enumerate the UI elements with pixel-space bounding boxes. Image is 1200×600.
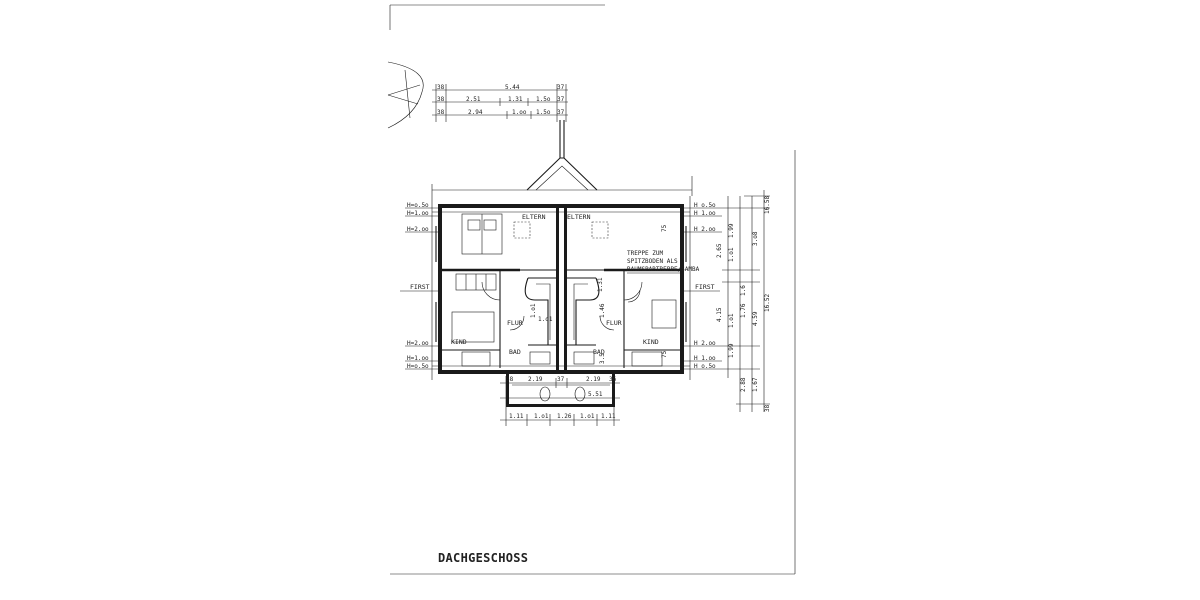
- height-labels-right: H o.5o H 1.oo H 2.oo H 2.oo H 1.oo H o.5…: [684, 202, 722, 370]
- height-left-6: H=o.5o: [407, 363, 429, 370]
- stair-note-line-2: SPITZBODEN ALS: [627, 258, 678, 265]
- room-bad-right: BAD: [593, 348, 605, 356]
- height-left-4: H=2.oo: [407, 340, 429, 347]
- right-dim-14: 16.58: [764, 196, 771, 214]
- outer-walls: [431, 196, 691, 380]
- inner-dim-3: 75: [661, 350, 668, 358]
- bottom-dim-3-a: 1.11: [509, 413, 524, 420]
- room-kind-right: KIND: [643, 338, 659, 346]
- inner-dim-7: 3.5: [599, 353, 606, 364]
- right-dim-12: 1.6: [740, 285, 747, 296]
- right-dim-3: 1.o1: [728, 247, 735, 262]
- stair-note-line-1: TREPPE ZUM: [627, 250, 664, 257]
- stair-note-line-3: RAUMSPARTREPPE/SAMBA: [627, 266, 700, 273]
- room-flur-left: FLUR: [507, 319, 523, 327]
- bottom-dim-1-b: 2.19: [528, 376, 543, 383]
- height-right-1: H o.5o: [694, 202, 716, 209]
- right-dim-6: 2.88: [740, 377, 747, 392]
- top-dim-1-b: 5.44: [505, 84, 520, 91]
- right-dim-13: 1.o1: [728, 313, 735, 328]
- roof-ridge: [431, 120, 693, 196]
- party-wall: [556, 204, 567, 374]
- bottom-dim-3-b: 1.o1: [534, 413, 549, 420]
- room-bad-left: BAD: [509, 348, 521, 356]
- bottom-dim-1-d: 2.19: [586, 376, 601, 383]
- bottom-dim-3-d: 1.o1: [580, 413, 595, 420]
- interior-walls: [442, 268, 680, 368]
- room-labels: ELTERN ELTERN FLUR FLUR BAD BAD KIND KIN…: [451, 213, 659, 356]
- right-dimension-labels: 1.99 2.65 1.o1 4.15 1.99 2.88 16.52 3.o8…: [716, 196, 771, 412]
- right-dim-11: 1.76: [740, 303, 747, 318]
- top-dim-2-a: 38: [437, 96, 445, 103]
- height-right-2: H 1.oo: [694, 210, 716, 217]
- height-right-6: H o.5o: [694, 363, 716, 370]
- bottom-dim-1-e: 36: [609, 376, 617, 383]
- stair-right: [567, 277, 600, 345]
- room-kind-left: KIND: [451, 338, 467, 346]
- top-dim-2-e: 37: [557, 96, 565, 103]
- compass-icon: [387, 61, 424, 129]
- page-frame: [389, 4, 796, 575]
- height-left-1: H=o.5o: [407, 202, 429, 209]
- door-swings: [481, 281, 643, 331]
- furniture: [451, 213, 677, 402]
- height-right-4: H 2.oo: [694, 340, 716, 347]
- first-label-right: FIRST: [695, 283, 715, 291]
- inner-dim-1: 1.o1: [538, 316, 553, 323]
- top-dim-3-a: 38: [437, 109, 445, 116]
- top-dim-3-b: 2.94: [468, 109, 483, 116]
- bottom-bay: [506, 374, 615, 407]
- bottom-dim-1-a: 38: [506, 376, 514, 383]
- right-dim-7: 16.52: [764, 294, 771, 312]
- drawing-title: DACHGESCHOSS: [438, 551, 528, 565]
- inner-dim-5: 1.46: [599, 303, 606, 318]
- first-label-left: FIRST: [410, 283, 430, 291]
- height-right-3: H 2.oo: [694, 226, 716, 233]
- top-dim-2-d: 1.5o: [536, 96, 551, 103]
- right-dim-9: 4.59: [752, 311, 759, 326]
- right-dim-4: 4.15: [716, 307, 723, 322]
- inner-dim-2: 75: [661, 224, 668, 232]
- top-dim-2-b: 2.51: [466, 96, 481, 103]
- bottom-dim-3-e: 1.11: [601, 413, 616, 420]
- top-dim-1-c: 37: [557, 84, 565, 91]
- top-dim-3-e: 37: [557, 109, 565, 116]
- top-dim-3-c: 1.oo: [512, 109, 527, 116]
- bottom-dim-1-c: 37: [557, 376, 565, 383]
- right-dim-2: 2.65: [716, 243, 723, 258]
- height-left-3: H=2.oo: [407, 226, 429, 233]
- room-flur-right: FLUR: [606, 319, 622, 327]
- bottom-dim-2-a: 5.51: [588, 391, 603, 398]
- top-dim-3-d: 1.5o: [536, 109, 551, 116]
- height-left-5: H=1.oo: [407, 355, 429, 362]
- bottom-dimension-chain: 38 2.19 37 2.19 36 5.51 1.11 1.o1 1.26 1…: [500, 376, 620, 426]
- right-dim-5: 1.99: [728, 343, 735, 358]
- stair-left: [524, 277, 556, 345]
- bottom-dim-3-c: 1.26: [557, 413, 572, 420]
- room-eltern-left: ELTERN: [522, 213, 546, 221]
- top-dim-1-a: 38: [437, 84, 445, 91]
- right-dimension-chain: [722, 190, 770, 412]
- inner-dimension-labels: 1.o1 75 75 1.31 1.46 1.o1 3.5: [530, 224, 668, 364]
- height-labels-left: H=o.5o H=1.oo H=2.oo H=2.oo H=1.oo H=o.5…: [405, 202, 438, 370]
- inner-dim-4: 1.31: [597, 277, 604, 292]
- room-eltern-right: ELTERN: [567, 213, 591, 221]
- stair-note: TREPPE ZUM SPITZBODEN ALS RAUMSPARTREPPE…: [627, 250, 700, 274]
- right-dim-8: 3.o8: [752, 231, 759, 246]
- inner-dim-6: 1.o1: [530, 303, 537, 318]
- height-right-5: H 1.oo: [694, 355, 716, 362]
- right-dim-10: 1.67: [752, 377, 759, 392]
- top-dim-2-c: 1.31: [508, 96, 523, 103]
- ridge-labels: FIRST FIRST: [400, 283, 720, 292]
- top-dimension-chain: 38 5.44 37 38 2.51 1.31 1.5o 37 38 2.94 …: [432, 84, 568, 122]
- height-left-2: H=1.oo: [407, 210, 429, 217]
- windows: [435, 226, 687, 342]
- right-dim-15: 38: [764, 404, 771, 412]
- right-dim-1: 1.99: [728, 223, 735, 238]
